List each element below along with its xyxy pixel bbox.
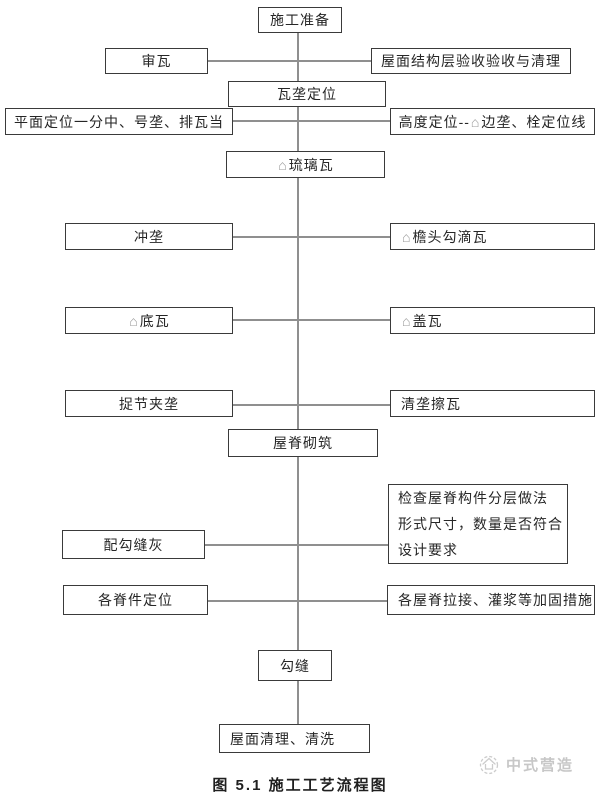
flow-node-glazed-tile: ⌂ 琉璃瓦 — [226, 151, 385, 178]
connector-row-tiles — [233, 319, 390, 321]
flow-node-bottom-tile: ⌂ 底瓦 — [65, 307, 233, 334]
flow-node-ridge-reinforce: 各屋脊拉接、灌浆等加固措施 — [387, 585, 595, 615]
house-glyph-icon: ⌂ — [470, 113, 481, 130]
ridge-check-line-3: 设计要求 — [398, 542, 458, 558]
house-glyph-icon: ⌂ — [402, 228, 412, 245]
connector-row-check — [204, 544, 388, 546]
connector-row-audit — [208, 60, 371, 62]
flow-node-qinglong: 清垄擦瓦 — [390, 390, 595, 417]
house-sketch-icon — [478, 753, 500, 775]
watermark-text: 中式营造 — [506, 756, 575, 774]
flow-node-tile-audit: 审瓦 — [105, 48, 208, 74]
flow-node-ridge-check: 检查屋脊构件分层做法 形式尺寸，数量是否符合 设计要求 — [388, 484, 568, 564]
height-positioning-text-pre: 高度定位-- — [398, 113, 470, 130]
flow-node-ridge-parts-positioning: 各脊件定位 — [63, 585, 208, 615]
flow-node-roof-acceptance: 屋面结构层验收验收与清理 — [371, 48, 571, 74]
connector-row-reinforce — [208, 600, 387, 602]
glazed-tile-text: 琉璃瓦 — [288, 156, 334, 173]
flow-node-height-positioning: 高度定位-- ⌂ 边垄、栓定位线 — [390, 108, 595, 135]
height-positioning-text-post: 边垄、栓定位线 — [481, 113, 587, 130]
flow-node-tile-ridge-positioning: 瓦垄定位 — [228, 81, 386, 107]
house-glyph-icon: ⌂ — [402, 312, 412, 329]
flow-node-pointing: 勾缝 — [258, 650, 332, 681]
connector-spine — [297, 32, 299, 724]
flow-node-cover-tile: ⌂ 盖瓦 — [390, 307, 595, 334]
flow-node-chonglong: 冲垄 — [65, 223, 233, 250]
connector-row-ridge-clean — [233, 404, 390, 406]
flow-node-eave-tile: ⌂ 檐头勾滴瓦 — [390, 223, 595, 250]
flow-node-roof-cleaning: 屋面清理、清洗 — [219, 724, 370, 753]
eave-tile-text: 檐头勾滴瓦 — [412, 228, 488, 245]
connector-row-positioning — [232, 120, 390, 122]
watermark: 中式营造 — [478, 753, 574, 775]
flow-node-ridge-masonry: 屋脊砌筑 — [228, 429, 378, 457]
house-glyph-icon: ⌂ — [278, 156, 288, 173]
flow-node-construction-prep: 施工准备 — [258, 7, 342, 33]
cover-tile-text: 盖瓦 — [412, 312, 443, 329]
flow-node-pointing-mortar: 配勾缝灰 — [62, 530, 205, 559]
ridge-check-line-1: 检查屋脊构件分层做法 — [398, 490, 548, 506]
bottom-tile-text: 底瓦 — [139, 312, 170, 329]
connector-row-chonglong — [233, 236, 390, 238]
figure-caption: 图 5.1 施工工艺流程图 — [212, 777, 388, 794]
flow-node-zhuojie: 捉节夹垄 — [65, 390, 233, 417]
ridge-check-line-2: 形式尺寸，数量是否符合 — [398, 516, 563, 532]
house-glyph-icon: ⌂ — [129, 312, 139, 329]
flow-node-plane-positioning: 平面定位一分中、号垄、排瓦当 — [5, 108, 233, 135]
